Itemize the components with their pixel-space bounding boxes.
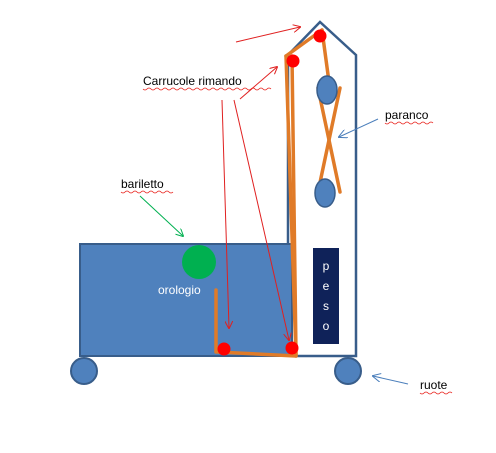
- carrucole-arrows: [221, 27, 300, 340]
- orologio-label: orologio: [158, 283, 201, 297]
- weight-block: [313, 248, 339, 344]
- spellcheck-underline: [120, 190, 174, 194]
- spellcheck-underline: [419, 391, 453, 395]
- pulley-block-top: [316, 75, 338, 105]
- carrucole-label: Carrucole rimando: [143, 74, 242, 88]
- wheel-right: [334, 357, 362, 385]
- pulley-bottom-right: [285, 341, 299, 355]
- wheel-left: [70, 357, 98, 385]
- peso-letter: p: [323, 259, 330, 273]
- paranco-arrow: [339, 118, 379, 137]
- ruote-arrow: [373, 376, 409, 385]
- bariletto-arrow: [139, 195, 183, 236]
- ruote-label: ruote: [420, 378, 448, 392]
- pulley-block-bottom: [314, 178, 336, 208]
- pulley-bottom-left: [217, 342, 231, 356]
- spellcheck-underline: [142, 87, 272, 91]
- bariletto-label: bariletto: [121, 177, 164, 191]
- pulley-top-right: [313, 29, 327, 43]
- barrel: [182, 245, 216, 279]
- peso-letter: e: [323, 279, 330, 293]
- peso-letter: s: [323, 299, 329, 313]
- pulley-top-left: [286, 54, 300, 68]
- paranco-label: paranco: [385, 108, 429, 122]
- peso-letter: o: [323, 319, 330, 333]
- spellcheck-underline: [384, 121, 434, 125]
